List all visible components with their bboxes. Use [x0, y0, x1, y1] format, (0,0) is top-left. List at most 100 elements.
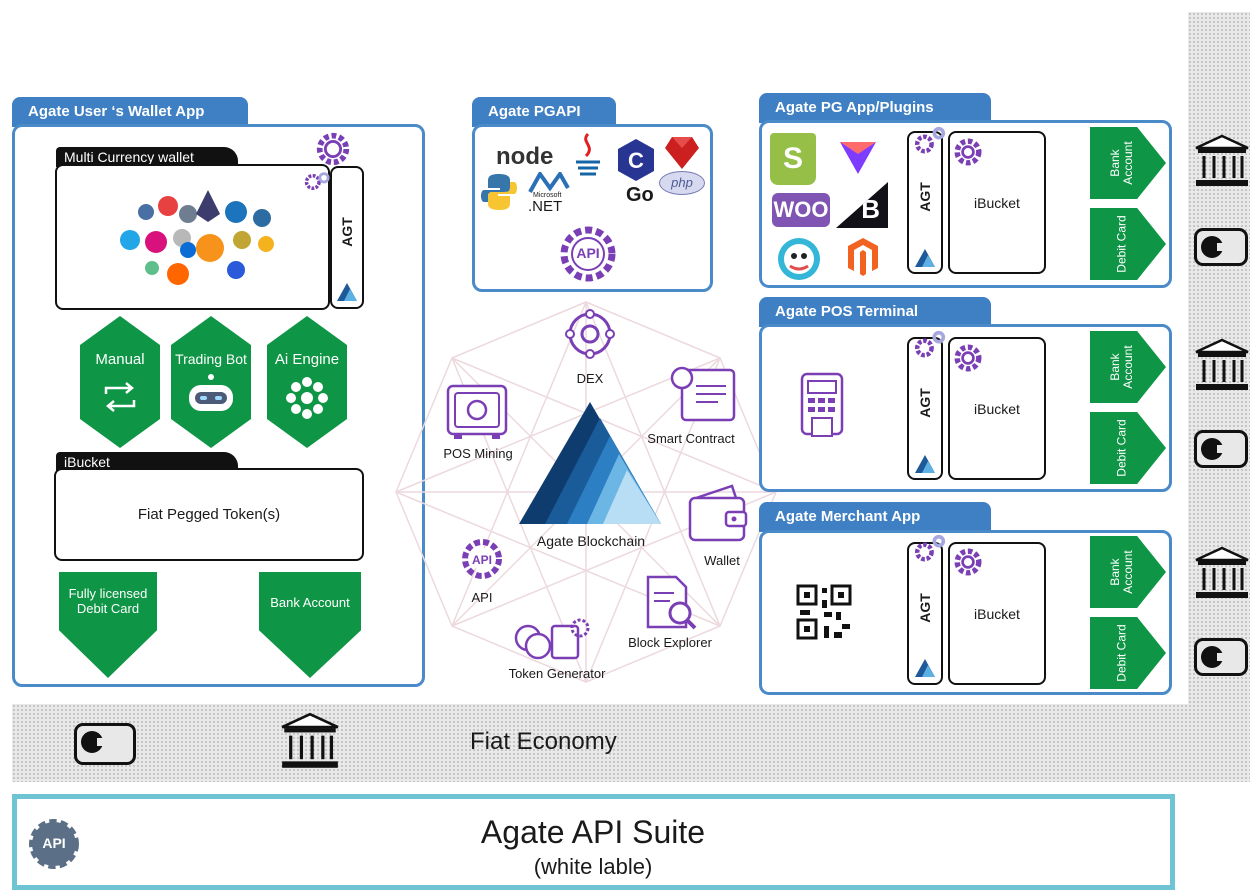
- dotnet-icon: [528, 172, 570, 193]
- trading-bot-mode[interactable]: Trading Bot: [171, 316, 251, 448]
- gear-icon: [954, 548, 982, 576]
- microsoft-text: Microsoft: [533, 192, 562, 199]
- block-explorer-icon: [646, 575, 697, 630]
- magento-logo: [848, 238, 878, 276]
- pos-ibucket-box: iBucket: [948, 337, 1046, 480]
- bank-account-text: Bank Account: [270, 595, 350, 610]
- agate-logo-icon: [915, 659, 935, 677]
- shopify-letter: S: [782, 142, 803, 175]
- api-suite-title: Agate API Suite: [480, 814, 706, 850]
- gear-icon: [914, 330, 946, 358]
- debit-card-text: Debit Card: [1114, 419, 1129, 477]
- pg-plugins-tab: Agate PG App/Plugins: [759, 93, 991, 123]
- gear-icon: [954, 344, 982, 372]
- api-icon: API: [462, 539, 502, 579]
- manual-mode[interactable]: Manual: [80, 316, 160, 448]
- block-explorer-label: Block Explorer: [628, 635, 712, 650]
- manual-label: Manual: [95, 351, 145, 368]
- c-language-icon: C: [618, 139, 654, 181]
- gear-icon: [316, 132, 350, 166]
- debit-card-text: Fully licensed Debit Card: [68, 586, 148, 616]
- bank-building-icon: [281, 712, 339, 768]
- pgapi-tab: Agate PGAPI: [472, 97, 616, 127]
- ai-network-icon: [286, 377, 328, 419]
- bank-account-text: Bank Account: [1107, 550, 1135, 594]
- api-gear-label: API: [576, 245, 600, 261]
- card-toggle-icon: [1194, 430, 1248, 468]
- crypto-coins-icon: [120, 190, 274, 285]
- api-suite-bar: [12, 794, 1175, 890]
- wallet-label: Wallet: [704, 553, 740, 568]
- java-icon: [576, 132, 600, 176]
- api-label: API: [471, 590, 493, 605]
- svg-text:C: C: [628, 148, 644, 173]
- wallet-icon: [688, 484, 748, 542]
- pos-terminal-icon: [800, 372, 844, 437]
- refresh-icon: [104, 382, 136, 412]
- gear-icon: [914, 534, 946, 562]
- gear-icon: [954, 138, 982, 166]
- ibucket-text: iBucket: [974, 400, 1020, 417]
- wallet-app-tab: Agate User ‘s Wallet App: [12, 97, 248, 127]
- dotnet-text: .NET: [528, 198, 563, 215]
- api-suite-icon-label: API: [42, 835, 66, 851]
- robot-icon: [189, 374, 233, 411]
- pg-agt-column: AGT: [907, 131, 943, 274]
- agt-label: AGT: [917, 388, 933, 418]
- ai-engine-mode[interactable]: Ai Engine: [267, 316, 347, 448]
- card-toggle-icon: [1194, 638, 1248, 676]
- ruby-icon: [665, 137, 699, 169]
- ibucket-text: iBucket: [974, 605, 1020, 622]
- fiat-economy-label: Fiat Economy: [470, 728, 617, 755]
- bank-account-text: Bank Account: [1107, 345, 1135, 389]
- bank-building-icon: [1195, 134, 1249, 186]
- dex-icon: [565, 309, 615, 359]
- plugin-triangle-logo: [840, 142, 876, 174]
- agate-blockchain-logo: [519, 402, 661, 524]
- pos-terminal-tab: Agate POS Terminal: [759, 297, 991, 327]
- ibucket-label: iBucket: [56, 452, 238, 472]
- gear-icon: [914, 126, 946, 154]
- debit-card-text: Debit Card: [1114, 215, 1129, 273]
- agate-blockchain-label: Agate Blockchain: [536, 533, 646, 549]
- woo-logo: WOO: [772, 193, 830, 227]
- agt-label: AGT: [917, 593, 933, 623]
- agt-label: AGT: [339, 217, 355, 247]
- woo-text: WOO: [773, 197, 829, 222]
- multi-currency-label: Multi Currency wallet: [56, 147, 238, 167]
- smart-contract-label: Smart Contract: [647, 431, 735, 446]
- bank-building-icon: [1195, 338, 1249, 390]
- pos-mining-label: POS Mining: [443, 446, 513, 461]
- token-generator-label: Token Generator: [508, 666, 606, 681]
- go-logo: Go: [626, 184, 654, 206]
- qr-code-icon: [796, 584, 852, 640]
- ai-engine-label: Ai Engine: [274, 351, 340, 368]
- api-suite-subtitle: (white lable): [533, 854, 653, 879]
- php-logo: php: [659, 171, 705, 195]
- smart-contract-icon: [670, 366, 736, 422]
- debit-card-text: Debit Card: [1114, 624, 1129, 682]
- agate-logo-icon: [915, 455, 935, 473]
- dex-label: DEX: [576, 371, 604, 386]
- fiat-economy-band: [12, 704, 1250, 782]
- python-icon: [481, 174, 517, 210]
- ibucket-text: iBucket: [974, 194, 1020, 211]
- trading-bot-label: Trading Bot: [175, 351, 247, 367]
- agate-logo-icon: [915, 249, 935, 267]
- bank-account-text: Bank Account: [1107, 141, 1135, 185]
- agt-label: AGT: [917, 182, 933, 212]
- api-gear-icon: [29, 819, 79, 869]
- api-gear-icon: [560, 226, 616, 282]
- pos-mining-safe-icon: [446, 384, 508, 439]
- shopify-logo: S: [770, 133, 816, 185]
- fiat-pegged-text: Fiat Pegged Token(s): [137, 506, 281, 523]
- prestashop-logo: [778, 238, 820, 280]
- multi-currency-wallet-box: [55, 164, 330, 310]
- merchant-app-tab: Agate Merchant App: [759, 502, 991, 532]
- bank-building-icon: [1195, 546, 1249, 598]
- svg-text:API: API: [472, 553, 492, 567]
- node-logo: node: [496, 143, 554, 170]
- token-generator-icon: [514, 618, 590, 660]
- fiat-pegged-box: Fiat Pegged Token(s): [54, 468, 364, 561]
- gear-icon: [304, 172, 330, 191]
